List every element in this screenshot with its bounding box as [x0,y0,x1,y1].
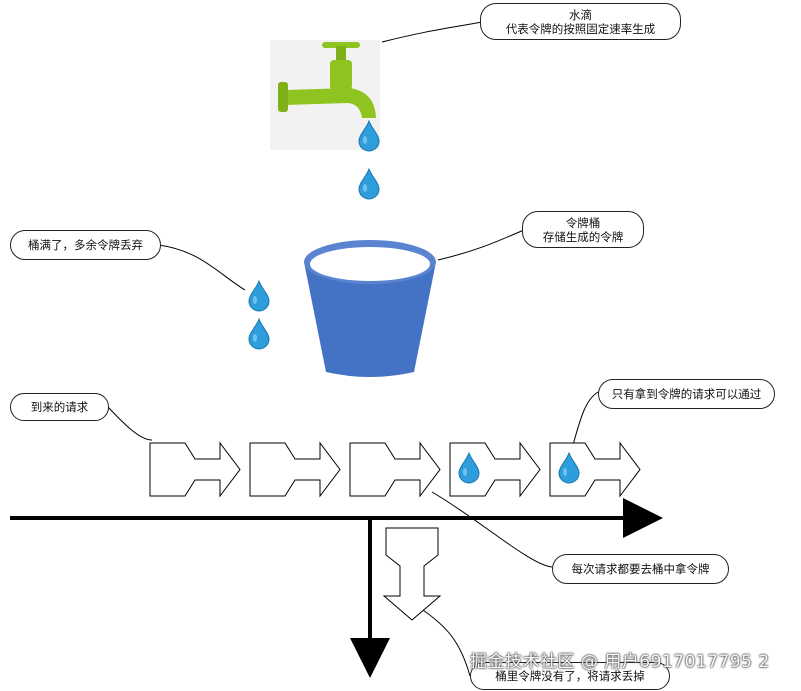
callout-overflow: 桶满了，多余令牌丢弃 [10,230,161,260]
water-drop-icon [248,280,270,312]
water-drop-icon [248,318,270,350]
request-arrow [249,441,341,498]
callout-bucket-desc: 存储生成的令牌 [542,229,624,244]
callout-water-drop-title: 水滴 [569,7,592,22]
watermark: 掘金技术社区 @ 用户6917017795 2 [470,652,770,672]
callout-pass: 只有拿到令牌的请求可以通过 [598,379,775,409]
callout-bucket: 令牌桶 存储生成的令牌 [522,211,644,248]
callout-discard: 桶里令牌没有了，将请求丢掉 [470,662,670,690]
request-arrow [149,441,241,498]
callout-pass-text: 只有拿到令牌的请求可以通过 [611,387,762,401]
callout-incoming: 到来的请求 [10,393,109,421]
callout-incoming-text: 到来的请求 [30,400,89,414]
bucket-icon [304,240,436,377]
request-queue [149,441,641,498]
faucet-icon [270,40,380,150]
callout-water-drop-desc: 代表令牌的按照固定速率生成 [505,21,656,36]
callout-overflow-text: 桶满了，多余令牌丢弃 [28,238,143,252]
callout-connectors [107,21,599,677]
callout-take-token-text: 每次请求都要去桶中拿令牌 [571,562,710,576]
callout-discard-text: 桶里令牌没有了，将请求丢掉 [495,669,645,683]
discarded-request-arrow [382,527,442,621]
callout-water-drop: 水滴 代表令牌的按照固定速率生成 [480,3,681,40]
water-drop-icon [358,168,380,200]
callout-take-token: 每次请求都要去桶中拿令牌 [552,554,729,584]
request-arrow [349,441,441,498]
callout-bucket-title: 令牌桶 [565,215,601,230]
